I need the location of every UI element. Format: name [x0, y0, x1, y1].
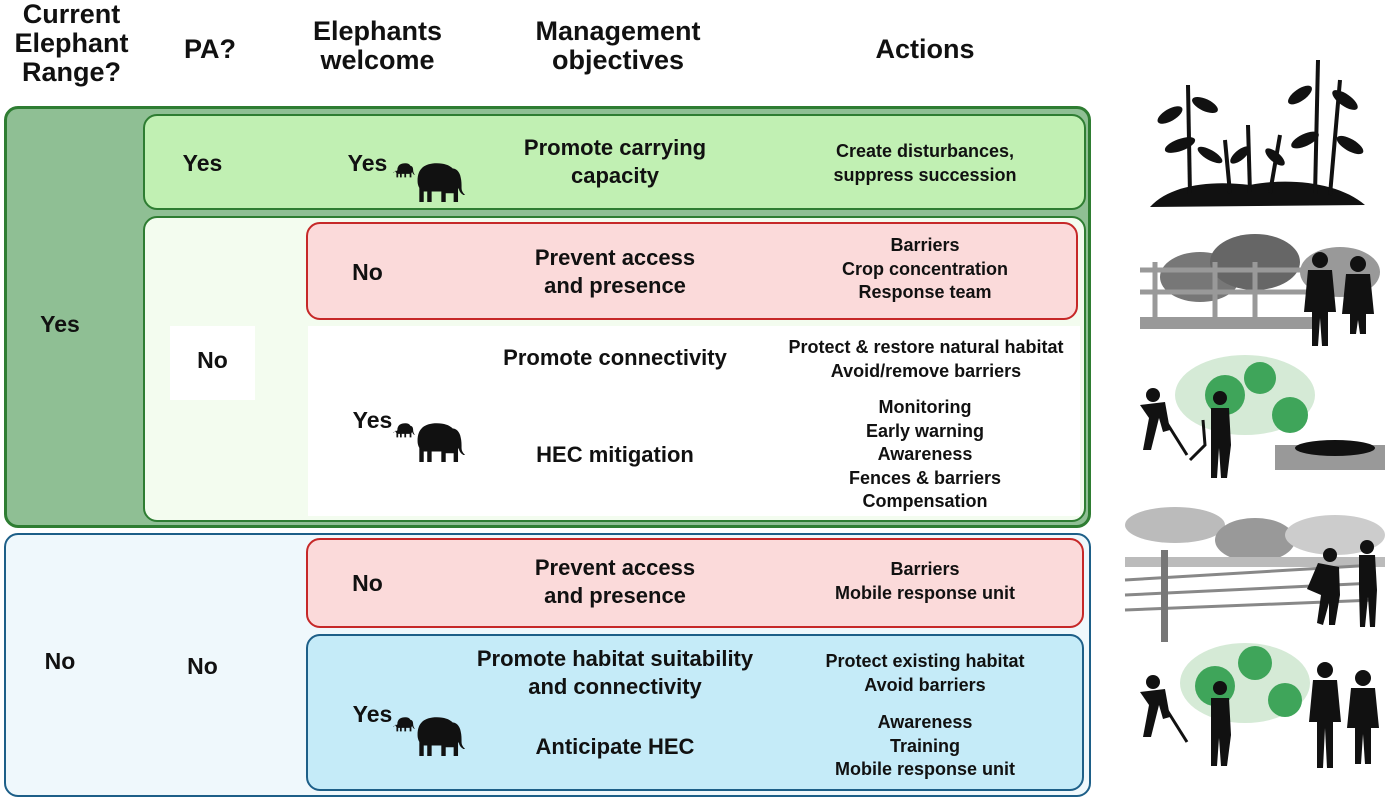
range-no-pa-label: No	[187, 653, 218, 679]
range-yes-objective-hec: HEC mitigation	[536, 442, 694, 467]
header-actions: Actions	[875, 34, 975, 64]
range-yes-welcome-area	[308, 326, 1080, 516]
range-no-not-welcome-label: No	[352, 570, 383, 596]
header-welcome: Elephants welcome	[312, 16, 443, 75]
wire-fence-landscape-silhouette	[1124, 507, 1385, 642]
pa-no-label: No	[197, 347, 228, 373]
range-no-not-welcome-objective: Prevent access and presence	[534, 555, 696, 608]
range-yes-not-welcome-objective: Prevent access and presence	[534, 245, 696, 298]
pa-yes-objective: Promote carrying capacity	[523, 135, 707, 188]
habitat-restoration-silhouette	[1140, 355, 1385, 478]
elephant-mother-calf-icon	[392, 163, 466, 202]
range-yes-not-welcome-actions: Barriers Crop concentration Response tea…	[841, 235, 1008, 302]
range-no-objective-anticipate: Anticipate HEC	[535, 734, 695, 759]
pa-no-label-bg	[170, 326, 255, 400]
pa-yes-label: Yes	[182, 150, 223, 176]
pa-yes-actions: Create disturbances, suppress succession	[833, 141, 1017, 185]
range-no-label: No	[44, 648, 76, 674]
header-pa: PA?	[184, 34, 236, 64]
range-yes-not-welcome-box	[306, 222, 1078, 320]
pa-yes-box	[143, 114, 1086, 210]
range-no-welcome-box	[306, 634, 1084, 791]
range-no-not-welcome-box	[306, 538, 1084, 628]
restoration-and-team-silhouette	[1140, 643, 1379, 768]
range-yes-actions-hec: Monitoring Early warning Awareness Fence…	[848, 397, 1002, 511]
pa-yes-welcome-label: Yes	[347, 150, 388, 176]
range-yes-welcome-label: Yes	[352, 407, 393, 433]
range-no-objective-habitat: Promote habitat suitability and connecti…	[476, 646, 754, 699]
elephant-mother-calf-icon	[392, 423, 466, 462]
header-objectives: Management objectives	[535, 16, 701, 75]
range-yes-objective-connectivity: Promote connectivity	[503, 345, 727, 370]
range-no-not-welcome-actions: Barriers Mobile response unit	[834, 559, 1016, 603]
range-yes-label: Yes	[40, 311, 80, 337]
dense-vegetation-silhouette	[1150, 59, 1365, 207]
header-range: Current Elephant Range?	[14, 0, 129, 87]
range-no-actions-habitat: Protect existing habitat Avoid barriers	[825, 651, 1025, 695]
range-yes-actions-connectivity: Protect & restore natural habitat Avoid/…	[788, 337, 1064, 381]
range-no-welcome-label: Yes	[352, 701, 393, 727]
elephant-mother-calf-icon	[392, 717, 466, 756]
fence-and-team-silhouette	[1140, 234, 1380, 346]
range-yes-not-welcome-label: No	[352, 259, 383, 285]
range-no-actions-anticipate: Awareness Training Mobile response unit	[834, 712, 1016, 779]
